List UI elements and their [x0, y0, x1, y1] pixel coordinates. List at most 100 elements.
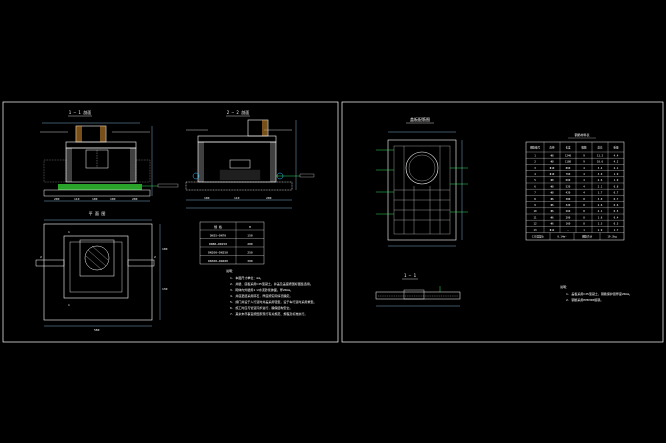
rebar-table-cell-12-3: 1: [583, 228, 585, 232]
rebar-table: 钢筋材料表: [525, 132, 625, 241]
section-1-chamber: [65, 147, 137, 183]
section-2-base-slab: [185, 181, 293, 191]
rebar-table-cell-11-0: 12: [533, 222, 537, 226]
section-1-1: 1 — 1 剖面 200 110 100 100 200: [40, 109, 179, 202]
rebar-table-cell-12-0: 13: [533, 228, 537, 232]
rebar-table-cell-10-5: 0.4: [614, 215, 619, 219]
rebar-table-cell-4-5: 1.0: [614, 178, 619, 182]
section-1-neck-wall-left: [76, 126, 82, 142]
rebar-table-cell-3-1: Φ10: [550, 172, 555, 176]
plan-chamber: [63, 235, 129, 299]
plan-manhole-hatch-3: [91, 245, 109, 261]
plan-mark-1b: 1: [68, 303, 70, 307]
spec-table-cell-3-1: 300: [247, 259, 253, 263]
section-1-base-slab: [43, 189, 151, 197]
section-2-wall-right: [270, 142, 276, 182]
rebar-table-cell-3-4: 3.0: [598, 172, 603, 176]
rebar-table-header-2: 长度: [565, 146, 571, 150]
rebar-table-header-1: 直径: [549, 146, 555, 150]
rebar-table-cell-2-1: Φ10: [550, 166, 555, 170]
rebar-table-cell-12-5: 1.7: [614, 228, 619, 232]
cover-plan: 盖板配筋图: [376, 116, 468, 247]
rebar-table-cell-10-4: 1.6: [598, 215, 603, 219]
rebar-table-cell-3-0: 4: [534, 172, 536, 176]
section-2-title: 2 — 2 剖面: [227, 109, 249, 115]
section-1-dim-label-4: 200: [132, 197, 138, 201]
rebar-table-cell-7-1: Φ6: [550, 197, 554, 201]
rebar-table-cell-6-5: 0.7: [614, 191, 619, 195]
rebar-table-cell-8-2: 320: [566, 203, 571, 207]
plan-mark-2a: 2: [40, 255, 42, 259]
spec-table-cell-2-1: 250: [247, 251, 253, 255]
rebar-table-cell-5-1: Φ8: [550, 184, 554, 188]
section-2-valve-support: [229, 159, 251, 169]
spec-table-cell-3-0: DN300~DN400: [208, 259, 228, 263]
rebar-table-header-4: 总长: [597, 146, 603, 150]
rebar-table-header-3: 根数: [581, 146, 587, 150]
rebar-table-cell-12-1: Φ12: [550, 228, 555, 232]
rebar-table-cell-0-0: 1: [534, 153, 536, 157]
section-1-backfill-right: [135, 159, 151, 183]
left-note-1: 2. 井壁、底板采用C25混凝土，井盖及盖座按国标图集选用。: [230, 281, 313, 286]
rebar-table-cell-12-2: —: [567, 229, 569, 232]
cover-plan-slab: [387, 139, 457, 241]
section-2-dim-label-0: 100: [204, 196, 210, 200]
cover-section-slab: [375, 291, 461, 300]
spec-table-cell-1-0: DN80~DN150: [209, 242, 227, 246]
rebar-table-cell-11-3: 8: [583, 222, 585, 226]
spec-table-cell-1-1: 200: [247, 242, 253, 246]
right-note-1: 2. 钢筋采用HPB300级钢。: [566, 297, 603, 302]
rebar-table-cell-0-4: 11.2: [597, 153, 604, 157]
right-sheet-frame: [341, 101, 664, 343]
plan-neck: [79, 239, 115, 277]
rebar-table-cell-2-5: 2.1: [614, 166, 619, 170]
spec-table-cell-0-0: DN25~DN70: [210, 234, 226, 238]
section-2-dim-label-1: 110: [234, 196, 240, 200]
spec-table-header-1: H: [249, 225, 251, 229]
rebar-table-title: 钢筋材料表: [574, 132, 589, 137]
rebar-table-cell-3-2: 760: [566, 172, 571, 176]
rebar-table-cell-4-1: Φ8: [550, 178, 554, 182]
rebar-table-cell-2-2: 860: [566, 166, 571, 170]
left-note-6: 7. 其余未尽事宜按国家现行有关规范、规程及标准执行。: [230, 311, 307, 316]
plan-view: 平 面 图 1 1 2 2 580 100 130: [35, 210, 168, 332]
section-1-dim-label-3: 100: [110, 197, 116, 201]
plan-pipe-right: [127, 259, 155, 267]
cover-plan-opening: [405, 151, 439, 185]
cover-section: 1 — 1: [375, 273, 461, 307]
plan-dim-label-1: 100: [162, 247, 168, 251]
rebar-table-cell-8-3: 8: [583, 203, 585, 207]
rebar-table-cell-11-2: 160: [566, 222, 571, 226]
rebar-table-cell-1-3: 9: [583, 160, 585, 164]
rebar-table-total-1: 0.14m³: [557, 235, 567, 239]
spec-table-header-0: 规 格: [214, 224, 222, 229]
rebar-table-total-3: 19.3kg: [607, 235, 617, 239]
section-1-dim-label-0: 200: [54, 197, 60, 201]
section-1-neck-wall-right: [100, 126, 106, 142]
right-notes: 说明： 1. 盖板采用C25混凝土，钢筋保护层厚度20mm。 2. 钢筋采用HP…: [560, 284, 632, 302]
rebar-table-cell-6-2: 420: [566, 191, 571, 195]
rebar-table-cell-4-3: 4: [583, 178, 585, 182]
rebar-table-cell-12-4: 1.9: [598, 228, 603, 232]
rebar-table-cell-7-4: 3.0: [598, 197, 603, 201]
left-note-5: 6. 施工时应与管道同步进行，确保结构安全。: [230, 305, 292, 310]
rebar-table-cell-4-4: 2.6: [598, 178, 603, 182]
section-2-wall-left: [198, 142, 204, 182]
plan-inner-wall: [69, 241, 123, 293]
rebar-table-cell-10-3: 8: [583, 215, 585, 219]
plan-manhole-hatch-2: [85, 255, 103, 271]
rebar-table-cell-5-5: 0.8: [614, 184, 619, 188]
rebar-table-cell-11-5: 0.3: [614, 222, 619, 226]
plan-pipe-left: [35, 259, 65, 267]
plan-dim-label-0: 580: [94, 328, 100, 332]
section-2-dim-label-2: 200: [266, 196, 272, 200]
rebar-table-total-2: 钢筋合计: [582, 235, 593, 239]
section-1-dim-label-1: 110: [74, 197, 80, 201]
rebar-table-cell-11-4: 1.3: [598, 222, 603, 226]
rebar-table-cell-4-0: 5: [534, 178, 536, 182]
rebar-table-cell-5-4: 2.1: [598, 184, 603, 188]
section-2-pipe-left: [192, 172, 200, 180]
rebar-table-cell-0-5: 4.4: [614, 153, 619, 157]
rebar-table-cell-0-2: 1240: [565, 153, 572, 157]
left-note-0: 1. 本图尺寸单位：mm。: [230, 275, 263, 280]
